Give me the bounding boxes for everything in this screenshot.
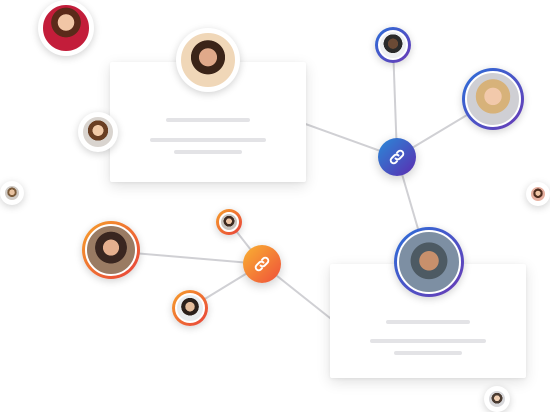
link-hub-blue (378, 138, 416, 176)
avatar-woman-left-small (78, 112, 118, 152)
avatar-woman-orange-ring (82, 221, 140, 279)
link-hub-orange (243, 245, 281, 283)
placeholder-line (150, 138, 266, 142)
avatar-woman-red-top (38, 0, 94, 56)
avatar-man-tiny-left (0, 181, 24, 205)
avatar-woman-hands-face (176, 28, 240, 92)
avatar-man-beanie-blue-ring (394, 227, 464, 297)
avatar-woman-blonde-right (462, 68, 524, 130)
avatar-man-top-right (375, 27, 411, 63)
placeholder-line (394, 351, 462, 355)
avatar-woman-tiny-right (526, 182, 550, 206)
link-icon (389, 149, 405, 165)
placeholder-line (386, 320, 470, 324)
avatar-man-bottom-right (484, 386, 510, 412)
placeholder-line (174, 150, 242, 154)
avatar-man-orange-ring (172, 290, 208, 326)
placeholder-line (166, 118, 250, 122)
link-icon (254, 256, 270, 272)
placeholder-line (370, 339, 486, 343)
avatar-woman-small-center (216, 209, 242, 235)
